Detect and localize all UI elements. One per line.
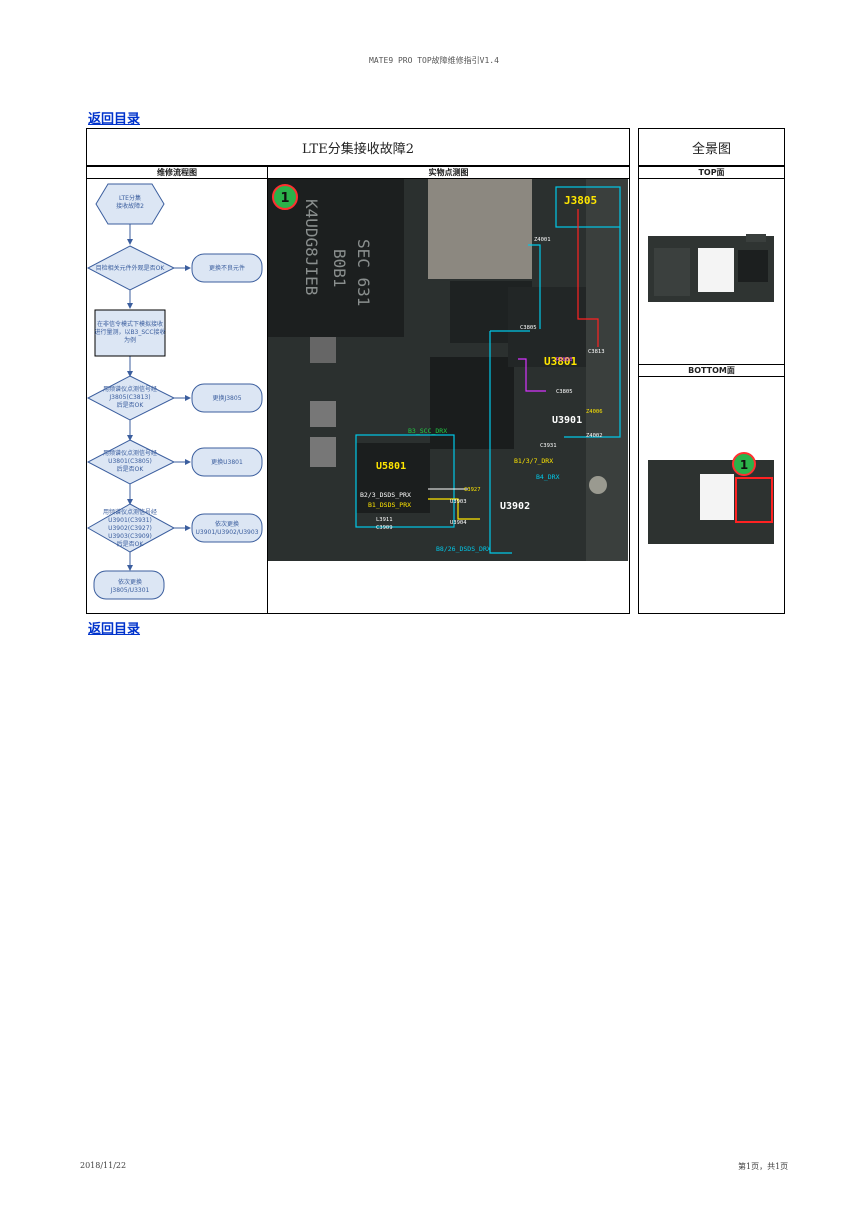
- bottom-side-cell: [638, 376, 785, 614]
- svg-text:C3805: C3805: [556, 389, 573, 395]
- overview-title: 全景图: [638, 128, 785, 166]
- svg-text:U3902(C3927): U3902(C3927): [108, 525, 152, 532]
- svg-text:SEC 631: SEC 631: [354, 239, 373, 306]
- svg-text:C3813: C3813: [588, 349, 605, 355]
- flow-start-node: [95, 183, 165, 225]
- svg-text:依次更换: 依次更换: [215, 520, 239, 528]
- repair-flowchart: LTE分集 接收故障2 目检相关元件外观是否OK 更换不良元件 在非信令模式下模…: [86, 183, 263, 600]
- svg-text:C3931: C3931: [540, 443, 557, 449]
- flow-decision-1: [86, 245, 176, 291]
- svg-text:1: 1: [740, 458, 748, 472]
- pcb-photo: SEC 631 B0B1 K4UDG8JIEB 1 J3805 U3801 U3…: [268, 179, 628, 561]
- svg-text:K4UDG8JIEB: K4UDG8JIEB: [302, 199, 321, 295]
- svg-text:在非信令模式下模拟接收: 在非信令模式下模拟接收: [97, 320, 163, 328]
- footer-page: 第1页，共1页: [738, 1162, 789, 1171]
- flow-end-node: [93, 570, 165, 600]
- svg-text:L3911: L3911: [376, 517, 393, 523]
- svg-text:B0B1: B0B1: [330, 249, 349, 288]
- svg-text:Z4002: Z4002: [586, 433, 603, 439]
- svg-text:C3805: C3805: [520, 325, 537, 331]
- svg-text:U3902: U3902: [500, 501, 530, 512]
- flow-action-1: [191, 253, 263, 283]
- svg-text:J3805(C3813): J3805(C3813): [108, 394, 150, 401]
- svg-text:1: 1: [280, 191, 289, 206]
- svg-text:J3805/U3301: J3805/U3301: [110, 587, 150, 594]
- svg-text:U3903: U3903: [450, 499, 467, 505]
- svg-text:B8/26_DSDS_DRX: B8/26_DSDS_DRX: [436, 545, 491, 553]
- svg-text:用频谱仪点测信号经: 用频谱仪点测信号经: [103, 385, 157, 393]
- highlight-region: [735, 477, 773, 523]
- svg-text:R3808: R3808: [556, 357, 573, 363]
- svg-text:J3805: J3805: [564, 194, 597, 207]
- svg-text:接收故障2: 接收故障2: [116, 202, 144, 210]
- table-title: LTE分集接收故障2: [86, 128, 630, 166]
- svg-text:U3901/U3902/U3903: U3901/U3902/U3903: [195, 529, 258, 536]
- svg-text:B4_DRX: B4_DRX: [536, 473, 560, 481]
- svg-text:更换不良元件: 更换不良元件: [209, 264, 245, 272]
- svg-text:B3_SCC_DRX: B3_SCC_DRX: [408, 427, 447, 435]
- svg-text:更换J3805: 更换J3805: [212, 394, 241, 402]
- svg-text:目检相关元件外观是否OK: 目检相关元件外观是否OK: [96, 264, 166, 272]
- flow-decision-3: [86, 439, 176, 485]
- svg-text:U5801: U5801: [376, 461, 406, 472]
- document-header: MATE9 PRO TOP故障维修指引V1.4: [369, 56, 499, 65]
- svg-text:更换U3801: 更换U3801: [211, 458, 243, 466]
- back-to-toc-link-top[interactable]: 返回目录: [88, 112, 141, 127]
- flow-action-3: [191, 447, 263, 477]
- svg-text:U3903(C3909): U3903(C3909): [108, 533, 152, 540]
- svg-text:后是否OK: 后是否OK: [117, 401, 145, 409]
- flow-action-4: [191, 513, 263, 543]
- photo-marker-badge: [272, 184, 298, 210]
- svg-text:Z4001: Z4001: [534, 237, 551, 243]
- top-side-photo: [648, 234, 774, 302]
- svg-text:U3901: U3901: [552, 415, 582, 426]
- svg-text:U3801: U3801: [544, 355, 577, 368]
- svg-text:进行量测，以B3_SCC接收: 进行量测，以B3_SCC接收: [94, 328, 165, 336]
- flow-step-2: [94, 309, 166, 357]
- svg-text:为例: 为例: [124, 336, 136, 344]
- svg-text:U3801(C3805): U3801(C3805): [108, 458, 152, 465]
- back-to-toc-link-bottom[interactable]: 返回目录: [88, 622, 141, 637]
- flow-action-2: [191, 383, 263, 413]
- svg-text:U3901(C3931): U3901(C3931): [108, 517, 152, 524]
- svg-text:U3904: U3904: [450, 520, 467, 526]
- bottom-side-photo: 1: [648, 452, 774, 544]
- svg-text:C3909: C3909: [376, 525, 393, 531]
- flow-decision-4: [86, 503, 176, 553]
- overview-marker-badge: [732, 452, 756, 476]
- svg-text:B2/3_DSDS_PRX: B2/3_DSDS_PRX: [360, 491, 411, 499]
- svg-text:B1_DSDS_PRX: B1_DSDS_PRX: [368, 501, 411, 509]
- svg-text:依次更换: 依次更换: [118, 578, 142, 586]
- photo-cell: [267, 178, 630, 614]
- svg-text:用频谱仪点测信号经: 用频谱仪点测信号经: [103, 508, 157, 516]
- svg-text:B1/3/7_DRX: B1/3/7_DRX: [514, 457, 553, 465]
- svg-text:Z4006: Z4006: [586, 409, 603, 415]
- svg-text:后是否OK: 后是否OK: [117, 465, 145, 473]
- svg-text:后是否OK: 后是否OK: [117, 540, 145, 548]
- svg-text:用频谱仪点测信号经: 用频谱仪点测信号经: [103, 449, 157, 457]
- svg-text:C3927: C3927: [464, 487, 481, 493]
- flow-decision-2: [86, 375, 176, 421]
- footer-date: 2018/11/22: [80, 1161, 127, 1170]
- svg-text:LTE分集: LTE分集: [119, 194, 141, 202]
